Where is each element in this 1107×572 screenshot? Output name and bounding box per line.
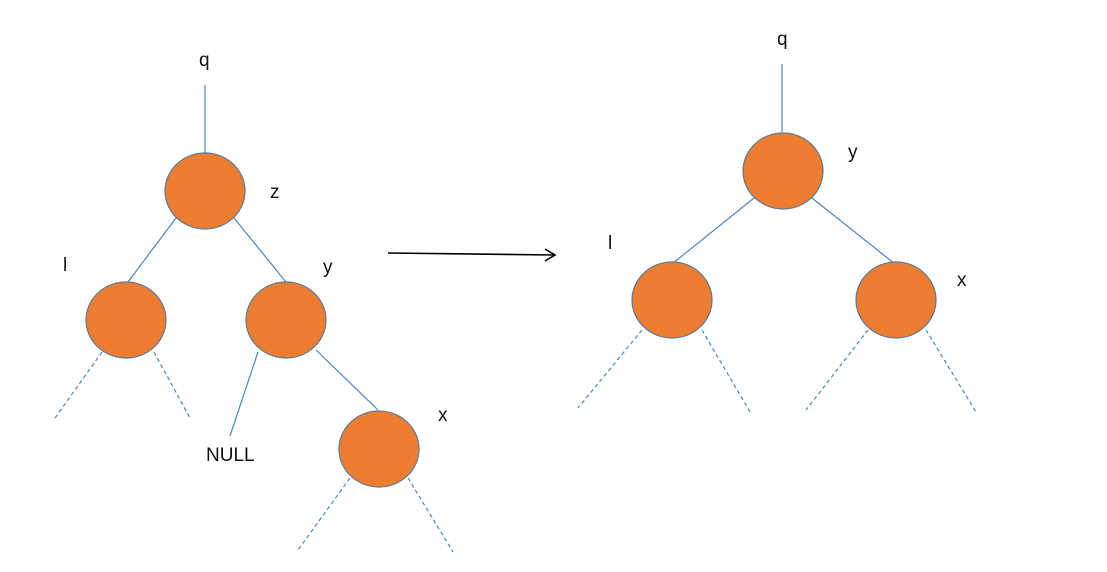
label-x-before: x xyxy=(438,405,448,426)
dashed-edge-l-left xyxy=(54,351,103,419)
edge-y-null xyxy=(229,351,259,437)
dashed-edge-l-left-after xyxy=(577,329,643,409)
dashed-edge-x-left-after xyxy=(805,329,869,411)
transform-arrow xyxy=(387,248,557,262)
edge-y-l-after xyxy=(671,197,755,265)
label-y-before: y xyxy=(323,257,333,278)
tree-after xyxy=(577,64,977,413)
node-l-after xyxy=(631,261,713,339)
edge-z-y xyxy=(233,217,287,283)
node-x xyxy=(338,410,420,488)
label-y-after: y xyxy=(848,142,858,163)
node-l xyxy=(85,281,167,359)
label-l-after: l xyxy=(608,233,613,254)
node-x-after xyxy=(855,261,937,339)
dashed-edge-x-left xyxy=(297,477,351,551)
label-x-after: x xyxy=(957,270,967,291)
dashed-edge-l-right-after xyxy=(701,329,751,413)
label-z-before: z xyxy=(270,182,280,203)
dashed-edge-l-right xyxy=(153,351,191,419)
node-y-after xyxy=(742,132,824,210)
label-q-after: q xyxy=(777,29,788,50)
dashed-edge-x-right xyxy=(407,477,454,553)
tree-before xyxy=(54,85,454,553)
edge-y-x xyxy=(315,349,379,411)
node-z xyxy=(164,152,246,230)
edge-y-x-after xyxy=(811,197,896,265)
dashed-edge-x-right-after xyxy=(925,329,977,413)
label-q-before: q xyxy=(199,50,210,71)
edge-z-l xyxy=(127,217,177,283)
label-null: NULL xyxy=(206,445,255,466)
node-y xyxy=(245,281,327,359)
label-l-before: l xyxy=(63,255,68,276)
